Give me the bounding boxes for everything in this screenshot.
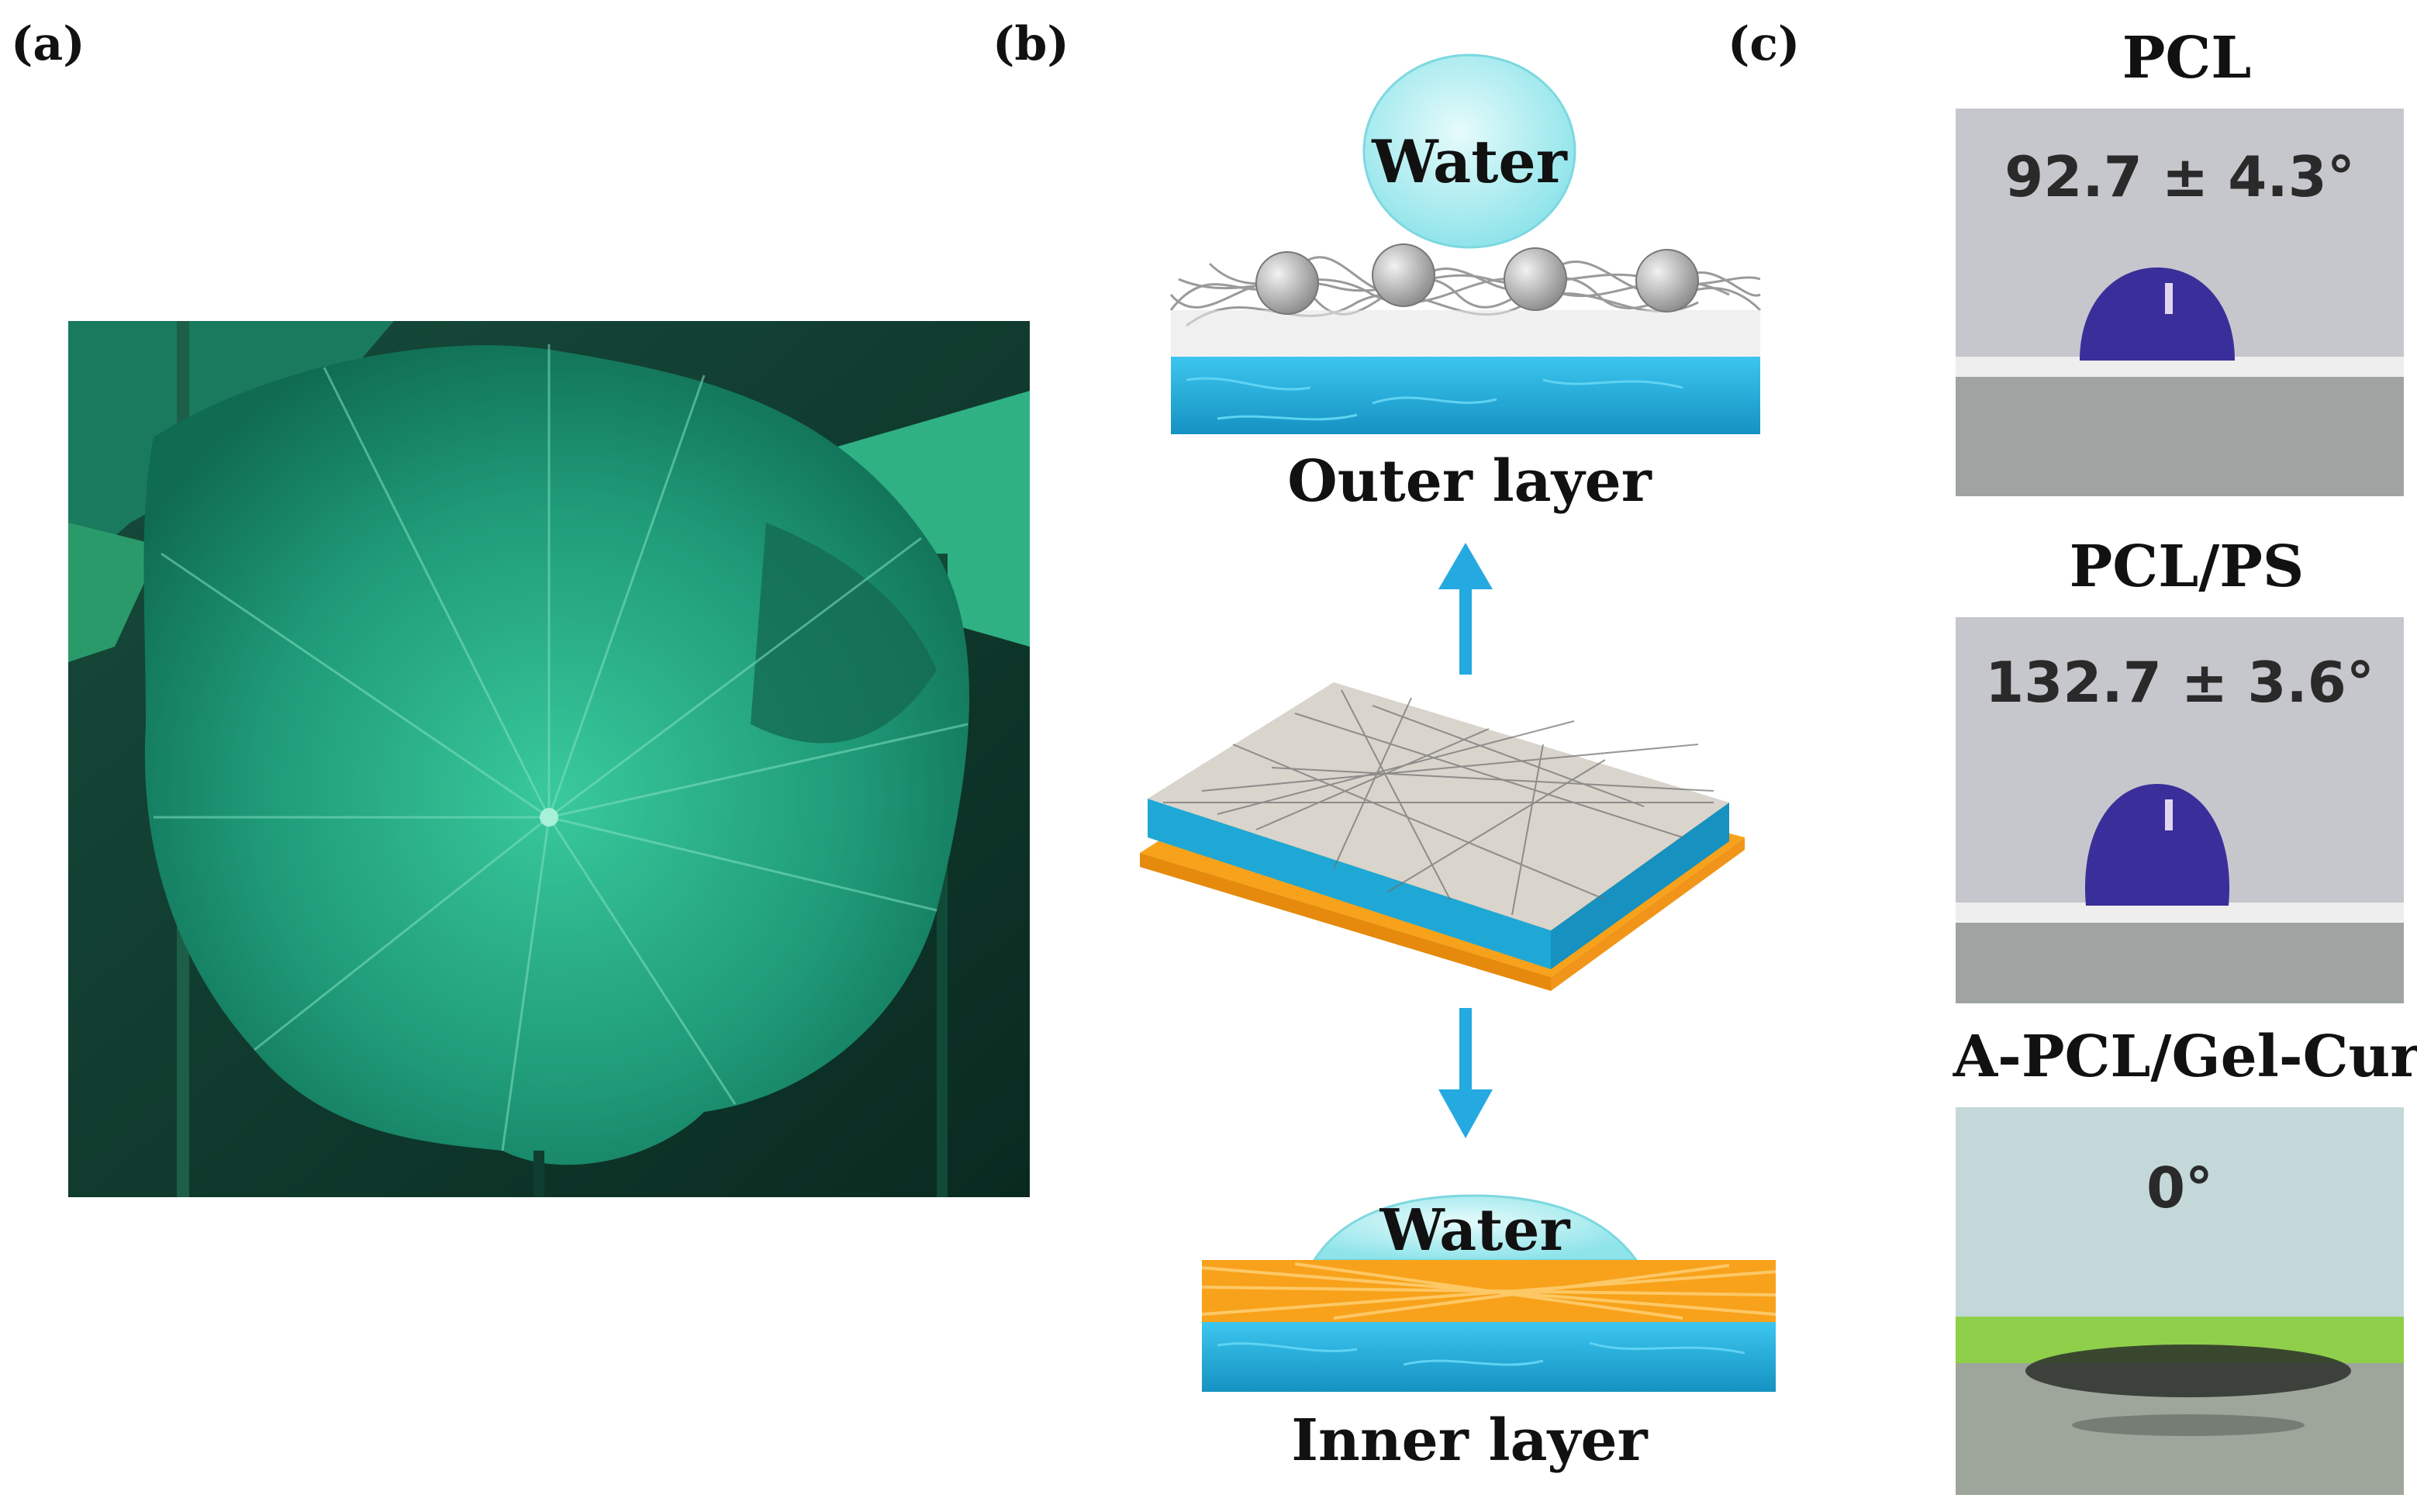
contact-angle-photo-pcl-ps [1956,617,2404,1003]
spread-wet-spot [2025,1345,2351,1397]
panel-label-c: (c) [1728,17,1801,71]
inner-layer-caption: Inner layer [1291,1407,1648,1474]
inner-blue-substrate [1202,1322,1776,1392]
outer-water-droplet: Water [1362,54,1576,249]
arrow-up-icon [1438,543,1493,675]
inner-orange-fiber-layer [1201,1260,1776,1322]
schematic-diagram: Water [1140,47,1791,1504]
outer-layer-caption: Outer layer [1287,448,1652,515]
sample-title-pcl-ps: PCL/PS [2069,533,2305,600]
water-droplet-pcl [2080,268,2235,361]
inner-water-spread: Water [1312,1194,1638,1264]
arrow-down-icon [1438,1008,1493,1138]
angle-value-pcl-ps: 132.7 ± 3.6° [1985,650,2374,715]
outer-blue-substrate [1171,357,1760,434]
outer-water-label: Water [1371,127,1567,196]
membrane-block [1140,682,1745,991]
panel-label-a: (a) [11,17,85,71]
panel-label-b: (b) [993,17,1069,71]
nanoparticle-spheres [1255,243,1699,315]
inner-water-label: Water [1379,1197,1571,1264]
angle-value-a-pcl-gel-cur: 0° [2146,1155,2214,1220]
angle-value-pcl: 92.7 ± 4.3° [2004,144,2355,209]
contact-angle-photo-a-pcl-gel-cur [1956,1107,2404,1495]
sample-title-pcl: PCL [2122,25,2252,91]
lotus-leaf-photo [68,321,1030,1197]
sample-title-a-pcl-gel-cur: A-PCL/Gel-Cur [1953,1024,2417,1090]
water-droplet-pcl-ps [2084,784,2230,906]
contact-angle-photo-pcl [1956,109,2404,496]
